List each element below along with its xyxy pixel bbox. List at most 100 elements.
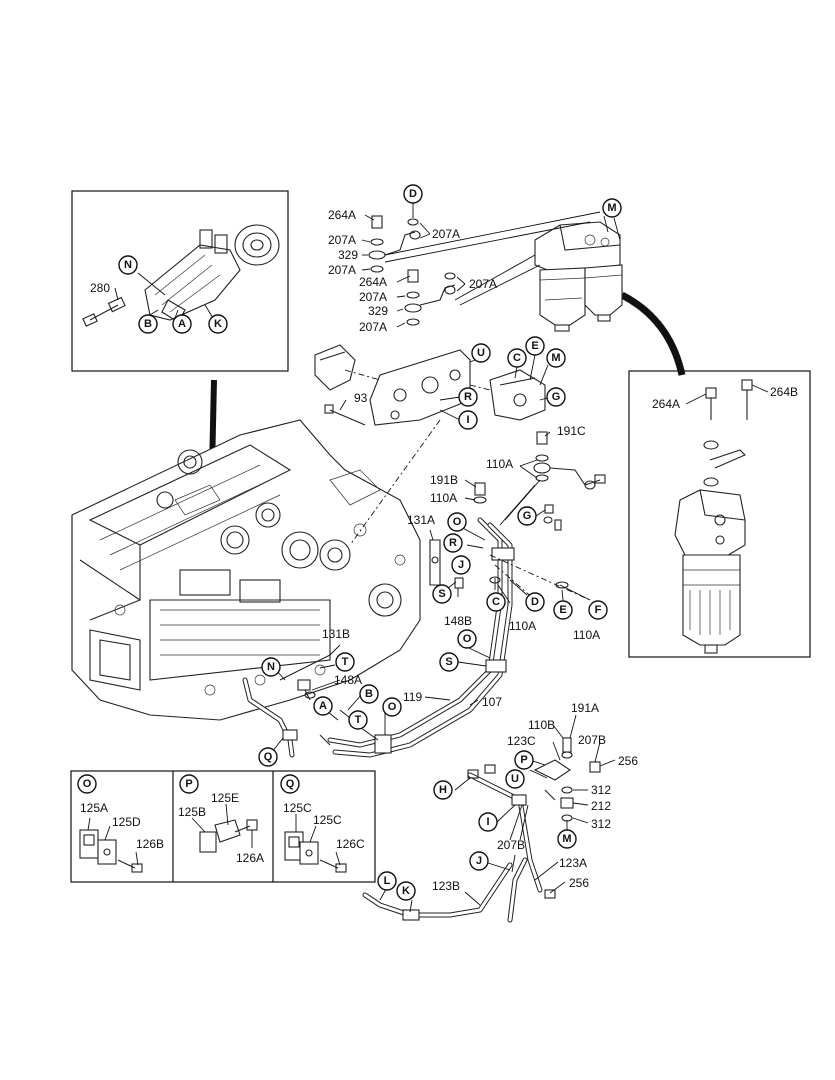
svg-text:B: B bbox=[365, 688, 373, 700]
callout-G-mid: G bbox=[546, 387, 566, 407]
label-131A: 131A bbox=[407, 513, 435, 527]
label-119: 119 bbox=[403, 690, 422, 704]
label-126C: 126C bbox=[336, 837, 365, 851]
callout-D-top: D bbox=[403, 184, 423, 204]
fuel-filter-assembly-top bbox=[534, 221, 623, 332]
label-123B: 123B bbox=[432, 879, 460, 893]
svg-text:O: O bbox=[453, 516, 462, 528]
svg-text:M: M bbox=[607, 202, 616, 214]
callout-K-low: K bbox=[396, 881, 416, 901]
callout-O-low: O bbox=[382, 697, 402, 717]
part-labels: 264A 207A 207A 329 207A 264A 207A 207A 3… bbox=[80, 208, 798, 893]
pipe-group-lower-right bbox=[362, 737, 601, 923]
label-256-b: 256 bbox=[569, 876, 589, 890]
label-191B: 191B bbox=[430, 473, 458, 487]
callout-O-pipe: O bbox=[457, 629, 477, 649]
callout-M-right: M bbox=[557, 829, 577, 849]
svg-text:Q: Q bbox=[286, 778, 295, 790]
callout-A-low: A bbox=[313, 696, 333, 716]
callout-G-right: G bbox=[517, 506, 537, 526]
svg-text:U: U bbox=[477, 347, 485, 359]
callout-B-low: B bbox=[359, 684, 379, 704]
callout-H-right: H bbox=[433, 780, 453, 800]
callout-S-pipe: S bbox=[439, 652, 459, 672]
pump-inset-box bbox=[71, 190, 289, 372]
label-207B-b: 207B bbox=[497, 838, 525, 852]
callout-N-inset: N bbox=[118, 255, 138, 275]
banjo-fittings-top bbox=[368, 211, 601, 326]
callout-U: U bbox=[471, 343, 491, 363]
label-207B-a: 207B bbox=[578, 733, 606, 747]
pipe-group-lower-left bbox=[242, 654, 331, 758]
svg-text:S: S bbox=[438, 588, 445, 600]
svg-text:T: T bbox=[342, 656, 349, 668]
filter-inset-box bbox=[628, 370, 811, 658]
callout-L-low: L bbox=[377, 871, 397, 891]
label-329-a: 329 bbox=[338, 248, 358, 262]
bracket-parts-mid bbox=[314, 344, 546, 546]
label-207A-e: 207A bbox=[469, 277, 497, 291]
label-93: 93 bbox=[354, 391, 368, 405]
svg-text:N: N bbox=[124, 259, 132, 271]
svg-text:M: M bbox=[562, 833, 571, 845]
label-110A-b: 110A bbox=[430, 491, 457, 505]
label-207A-d: 207A bbox=[359, 290, 387, 304]
label-110B: 110B bbox=[528, 718, 555, 732]
svg-text:C: C bbox=[513, 352, 521, 364]
svg-text:F: F bbox=[595, 604, 602, 616]
filter-inset-drawing bbox=[674, 379, 753, 654]
engine-block bbox=[71, 419, 421, 721]
callout-Q-low: Q bbox=[258, 747, 278, 767]
svg-text:G: G bbox=[523, 510, 532, 522]
svg-text:O: O bbox=[388, 701, 397, 713]
svg-text:R: R bbox=[464, 391, 472, 403]
label-280: 280 bbox=[90, 281, 110, 295]
label-256-a: 256 bbox=[618, 754, 638, 768]
svg-text:E: E bbox=[531, 340, 538, 352]
callout-E-mid: E bbox=[525, 336, 545, 356]
label-131B: 131B bbox=[322, 627, 350, 641]
callout-N-low: N bbox=[261, 657, 281, 677]
clip-detail-box bbox=[70, 770, 376, 883]
callout-B-inset: B bbox=[138, 314, 158, 334]
injection-pump-drawing bbox=[82, 224, 280, 327]
label-212: 212 bbox=[591, 799, 611, 813]
inset-leader-right bbox=[620, 291, 686, 376]
callout-S-mid: S bbox=[432, 584, 452, 604]
label-329-b: 329 bbox=[368, 304, 388, 318]
clip-drawing-Q bbox=[284, 831, 347, 873]
label-312-b: 312 bbox=[591, 817, 611, 831]
label-191A: 191A bbox=[571, 701, 599, 715]
label-125C-a: 125C bbox=[283, 801, 312, 815]
callout-E-low: E bbox=[553, 600, 573, 620]
callout-P-right: P bbox=[514, 750, 534, 770]
label-123A: 123A bbox=[559, 856, 587, 870]
label-191C: 191C bbox=[557, 424, 586, 438]
callout-O-box: O bbox=[77, 774, 97, 794]
callout-I-right: I bbox=[478, 812, 498, 832]
svg-text:P: P bbox=[185, 778, 192, 790]
svg-text:K: K bbox=[402, 885, 410, 897]
callout-T-mid: T bbox=[335, 652, 355, 672]
callout-F-low: F bbox=[588, 600, 608, 620]
label-125A: 125A bbox=[80, 801, 108, 815]
svg-text:G: G bbox=[552, 391, 561, 403]
svg-text:D: D bbox=[409, 188, 417, 200]
callout-M-top: M bbox=[602, 198, 622, 218]
clip-drawing-O bbox=[79, 829, 143, 873]
label-125D: 125D bbox=[112, 815, 141, 829]
callout-R-low: R bbox=[443, 533, 463, 553]
callout-P-box: P bbox=[179, 774, 199, 794]
clip-drawing-P bbox=[199, 819, 258, 853]
label-110A-a: 110A bbox=[486, 457, 513, 471]
label-207A-c: 207A bbox=[328, 263, 356, 277]
label-207A-f: 207A bbox=[359, 320, 387, 334]
svg-text:D: D bbox=[531, 596, 539, 608]
svg-text:B: B bbox=[144, 318, 152, 330]
fittings-mid-right bbox=[473, 431, 606, 531]
callout-C-mid: C bbox=[507, 348, 527, 368]
svg-text:O: O bbox=[83, 778, 92, 790]
label-148B: 148B bbox=[444, 614, 472, 628]
label-207A-b: 207A bbox=[432, 227, 460, 241]
